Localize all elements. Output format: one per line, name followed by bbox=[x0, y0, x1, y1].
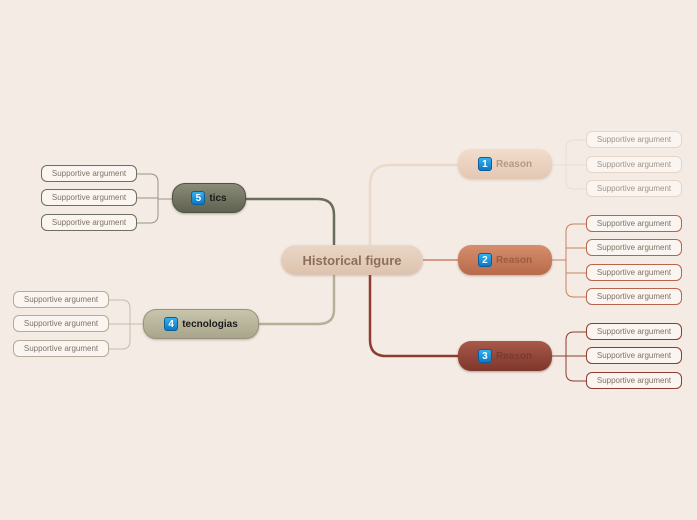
topic-label: tecnologias bbox=[182, 318, 238, 330]
subtopic-reason-3[interactable]: Supportive argument bbox=[586, 323, 682, 340]
subtopic-reason-2[interactable]: Supportive argument bbox=[586, 264, 682, 281]
subconnectors-tics bbox=[137, 173, 172, 224]
topic-label: Reason bbox=[495, 158, 533, 170]
connector-tecnologias bbox=[259, 262, 336, 326]
subconnectors-reason-3 bbox=[552, 331, 587, 382]
connector-tics bbox=[246, 197, 336, 258]
subtopic-tics[interactable]: Supportive argument bbox=[41, 214, 137, 231]
subtopic-reason-3[interactable]: Supportive argument bbox=[586, 347, 682, 364]
subtopic-reason-1[interactable]: Supportive argument bbox=[586, 131, 682, 148]
priority-5-icon: 5 bbox=[191, 191, 206, 205]
topic-tics[interactable]: 5 tics bbox=[172, 183, 246, 213]
central-topic[interactable]: Historical figure bbox=[281, 245, 423, 275]
subtopic-tecnologias[interactable]: Supportive argument bbox=[13, 315, 109, 332]
central-topic-label: Historical figure bbox=[302, 252, 402, 268]
priority-2-icon: 2 bbox=[477, 253, 492, 267]
subtopic-reason-1[interactable]: Supportive argument bbox=[586, 156, 682, 173]
subtopic-reason-2[interactable]: Supportive argument bbox=[586, 288, 682, 305]
topic-label: Reason bbox=[495, 254, 533, 266]
subconnectors-reason-1 bbox=[552, 139, 587, 190]
subtopic-reason-3[interactable]: Supportive argument bbox=[586, 372, 682, 389]
priority-1-icon: 1 bbox=[477, 157, 492, 171]
subtopic-tecnologias[interactable]: Supportive argument bbox=[13, 340, 109, 357]
topic-label: Reason bbox=[495, 350, 533, 362]
subtopic-reason-1[interactable]: Supportive argument bbox=[586, 180, 682, 197]
subtopic-reason-2[interactable]: Supportive argument bbox=[586, 239, 682, 256]
subconnectors-reason-2 bbox=[552, 223, 587, 298]
topic-reason-2[interactable]: 2 Reason bbox=[458, 245, 552, 275]
subtopic-tecnologias[interactable]: Supportive argument bbox=[13, 291, 109, 308]
subconnectors-tecnologias bbox=[108, 299, 143, 350]
connector-reason-1 bbox=[368, 163, 458, 260]
priority-4-icon: 4 bbox=[164, 317, 179, 331]
priority-3-icon: 3 bbox=[477, 349, 492, 363]
subtopic-reason-2[interactable]: Supportive argument bbox=[586, 215, 682, 232]
topic-reason-3[interactable]: 3 Reason bbox=[458, 341, 552, 371]
topic-label: tics bbox=[209, 192, 227, 204]
topic-reason-1[interactable]: 1 Reason bbox=[458, 149, 552, 179]
subtopic-tics[interactable]: Supportive argument bbox=[41, 189, 137, 206]
topic-tecnologias[interactable]: 4 tecnologias bbox=[143, 309, 259, 339]
connector-reason-3 bbox=[368, 262, 458, 358]
subtopic-tics[interactable]: Supportive argument bbox=[41, 165, 137, 182]
